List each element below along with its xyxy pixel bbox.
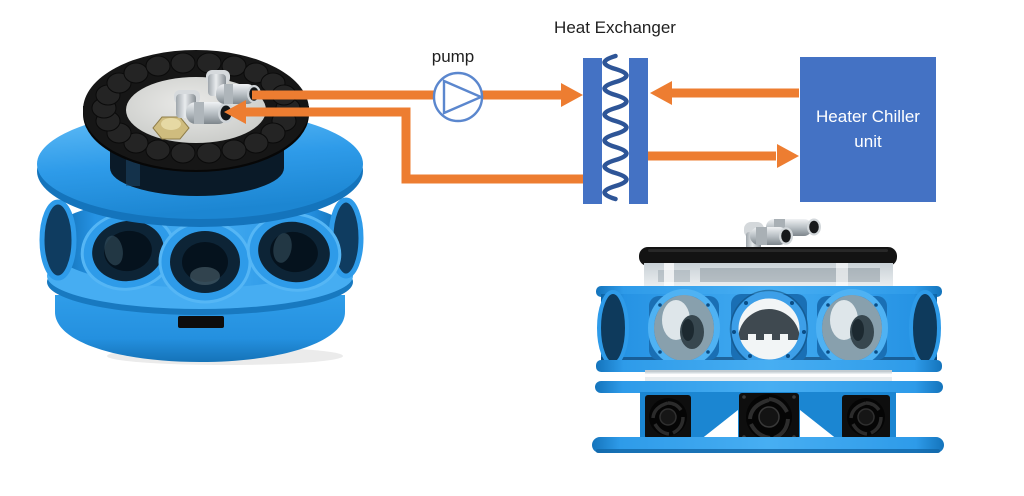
side-glass-ring (645, 370, 892, 382)
fan-gap-left (700, 410, 738, 440)
chiller-return-arrowhead (777, 144, 799, 168)
port-right (246, 212, 342, 292)
brass-hex-fitting (152, 116, 190, 140)
pump-icon (432, 71, 485, 123)
side-port-edge-left (597, 290, 629, 366)
side-port-left (648, 289, 720, 367)
side-base-edge (596, 449, 940, 453)
fan-right (842, 395, 890, 439)
side-port-center (729, 289, 809, 369)
side-mid-bottom-plate (596, 360, 942, 372)
pump-triangle (442, 79, 485, 115)
heat-exchanger-icon (583, 53, 648, 204)
port-left (80, 211, 176, 291)
rig-bottom-bowl (55, 295, 345, 362)
side-top-disk-highlight (648, 249, 888, 252)
pump-label: pump (431, 47, 475, 66)
chiller-supply-arrowhead (650, 81, 672, 105)
rig-bottom-notch (178, 316, 224, 328)
supply-arrowhead (561, 83, 583, 107)
fan-left (645, 395, 691, 439)
fan-gap-right (800, 410, 838, 440)
port-far-left (39, 199, 77, 281)
heater-chiller-unit-box: Heater Chiller unit (800, 57, 936, 202)
hx-left-plate (583, 58, 602, 204)
camera-rig-side-render (592, 218, 944, 453)
side-thin-plate (595, 381, 943, 393)
rig-cap-knobs (91, 52, 301, 164)
heater-chiller-unit-label: Heater Chiller unit (816, 106, 920, 151)
side-port-right (816, 289, 888, 367)
heat-exchanger-label: Heat Exchanger (554, 18, 676, 37)
return-pipe (246, 107, 592, 184)
side-elbow-fittings (744, 218, 821, 252)
hx-right-plate (629, 58, 648, 204)
return-arrowhead (224, 100, 246, 124)
cooling-loop-schematic (224, 53, 799, 204)
hx-coil (602, 53, 629, 202)
side-port-edge-right (909, 290, 941, 366)
side-glass-cylinder (644, 263, 893, 289)
fan-center (739, 393, 799, 441)
port-center (158, 220, 252, 304)
